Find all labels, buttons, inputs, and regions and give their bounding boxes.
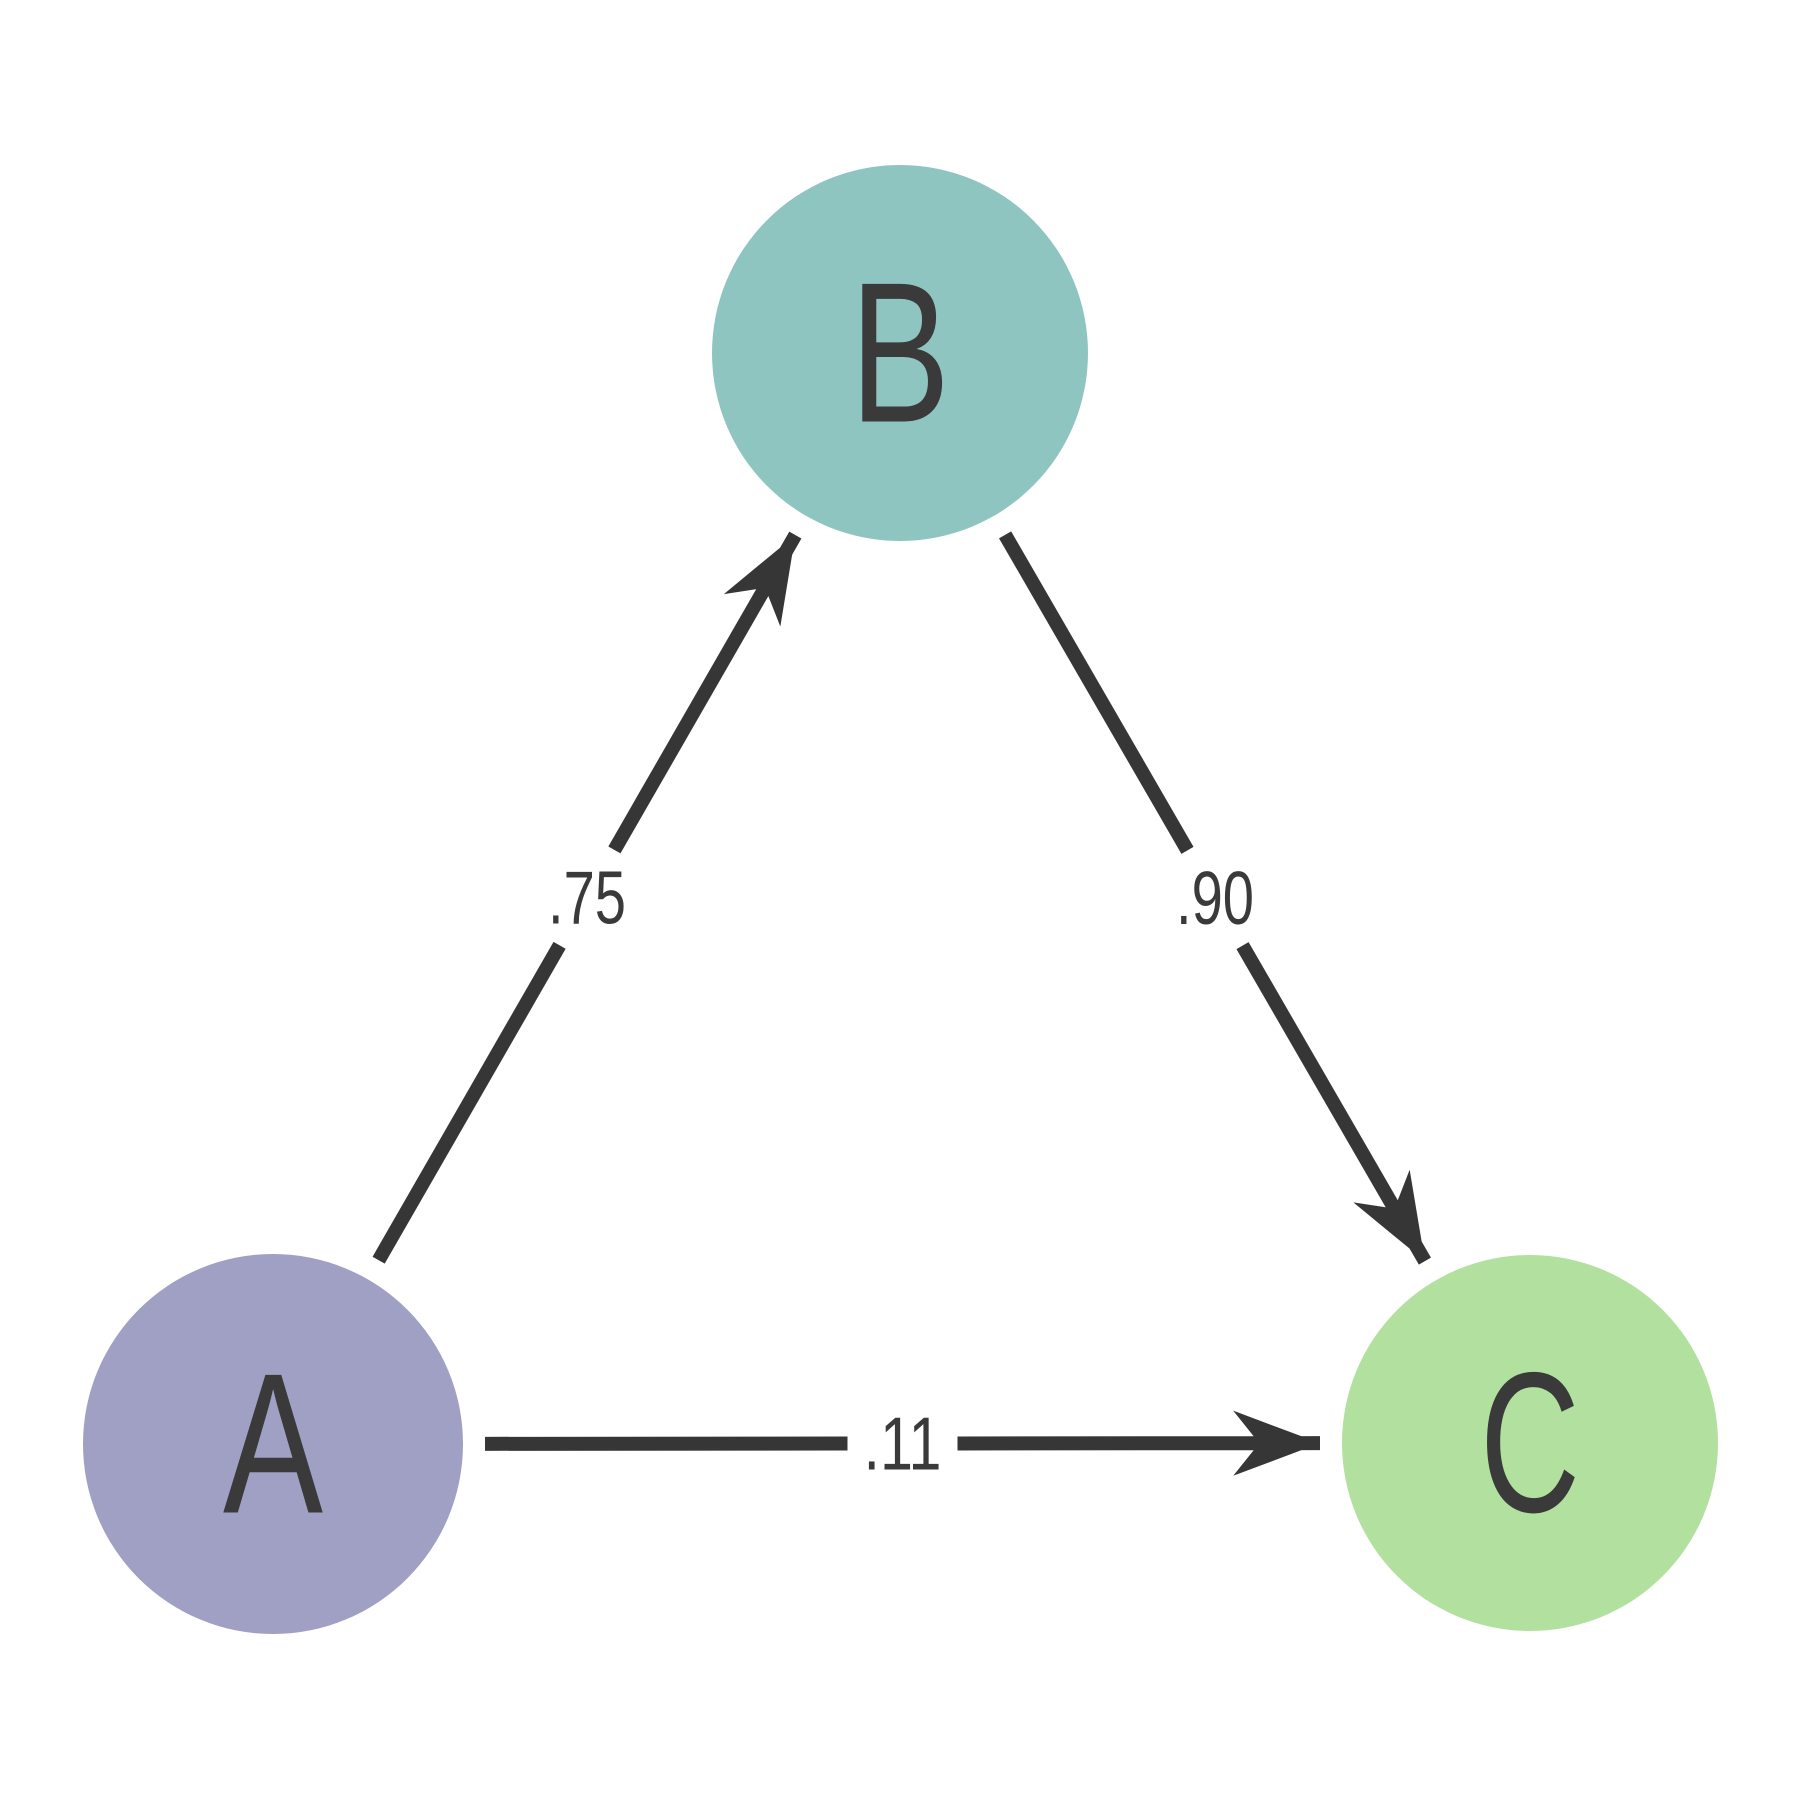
edge-A-C: .11 (484, 1401, 1321, 1485)
edge-B-C: .90 (999, 531, 1431, 1265)
node-label-A: A (223, 1333, 323, 1556)
edge-weight-label-A-C: .11 (864, 1401, 942, 1485)
edge-shaft (608, 531, 802, 854)
edge-weight-label-B-C: .90 (1176, 856, 1254, 940)
node-C: C (1342, 1255, 1718, 1631)
node-A: A (83, 1254, 463, 1634)
node-label-B: B (850, 242, 950, 465)
edge-shaft (372, 941, 566, 1264)
edge-weight-label-A-B: .75 (548, 856, 626, 940)
node-circle-B (712, 165, 1088, 541)
node-B: B (712, 165, 1088, 541)
edge-A-B: .75 (372, 531, 802, 1264)
node-circle-A (83, 1254, 463, 1634)
node-label-C: C (1480, 1332, 1580, 1555)
edge-shaft (999, 531, 1194, 854)
node-circle-C (1342, 1255, 1718, 1631)
edge-shaft (1236, 942, 1431, 1265)
